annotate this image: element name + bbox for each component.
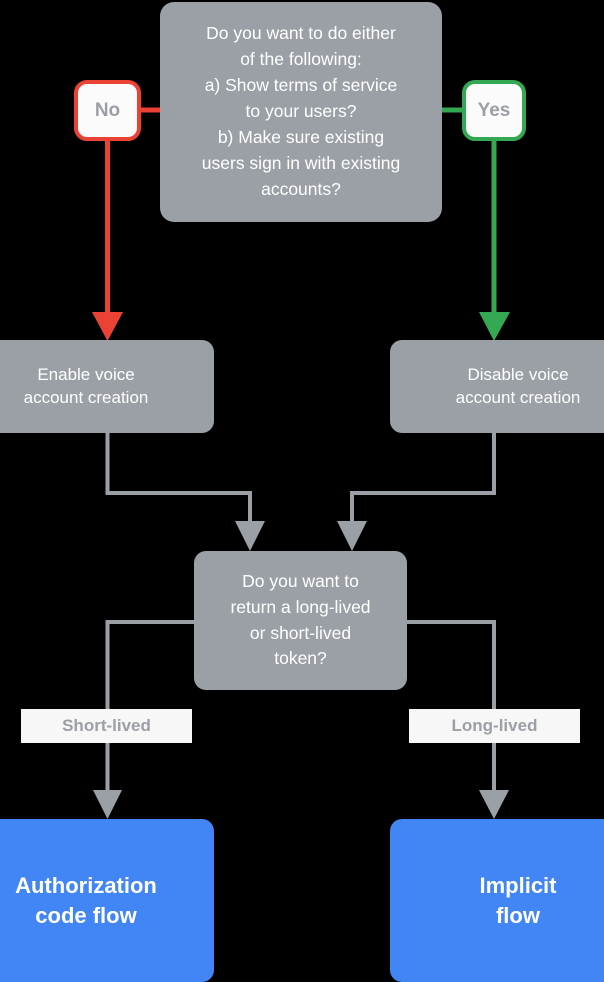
arrowhead-disable-to-token [337, 521, 367, 551]
arrowhead-token-to-authorization [93, 790, 122, 819]
action-node-disable-voice-account-creation[interactable]: Disable voice account creation [390, 340, 604, 433]
branch-label-short-lived[interactable]: Short-lived [21, 709, 192, 743]
action-node-enable-voice-account-creation[interactable]: Enable voice account creation [0, 340, 214, 433]
action-node-enable-label: Enable voice account creation [23, 365, 149, 407]
wire-enable-to-token [105, 433, 252, 527]
outcome-node-implicit-label: Implicit flow [479, 873, 557, 928]
action-node-disable-label: Disable voice account creation [455, 365, 581, 407]
branch-label-long-lived-text: Long-lived [451, 716, 538, 735]
decision-node-token-lifetime[interactable]: Do you want to return a long-lived or sh… [194, 551, 407, 690]
branch-label-yes-text: Yes [477, 99, 511, 121]
wire-disable-to-token [350, 433, 496, 527]
decision-node-token-label: Do you want to return a long-lived or sh… [230, 571, 371, 669]
branch-label-no[interactable]: No [74, 80, 141, 141]
branch-label-no-text: No [94, 99, 121, 121]
branch-label-yes[interactable]: Yes [462, 80, 526, 141]
outcome-node-authorization-code-flow[interactable]: Authorization code flow [0, 819, 214, 982]
arrowhead-enable-to-token [235, 521, 265, 551]
branch-label-short-lived-text: Short-lived [62, 716, 151, 735]
arrowhead-yes-to-disable [479, 312, 510, 341]
decision-node-terms-label: Do you want to do either of the followin… [201, 23, 401, 199]
arrowhead-no-to-enable [92, 312, 123, 341]
outcome-node-implicit-flow[interactable]: Implicit flow [390, 819, 604, 982]
outcome-node-authorization-label: Authorization code flow [15, 873, 157, 928]
decision-node-terms-or-existing-users[interactable]: Do you want to do either of the followin… [160, 2, 442, 222]
arrowhead-token-to-implicit [479, 790, 509, 819]
branch-label-long-lived[interactable]: Long-lived [409, 709, 580, 743]
